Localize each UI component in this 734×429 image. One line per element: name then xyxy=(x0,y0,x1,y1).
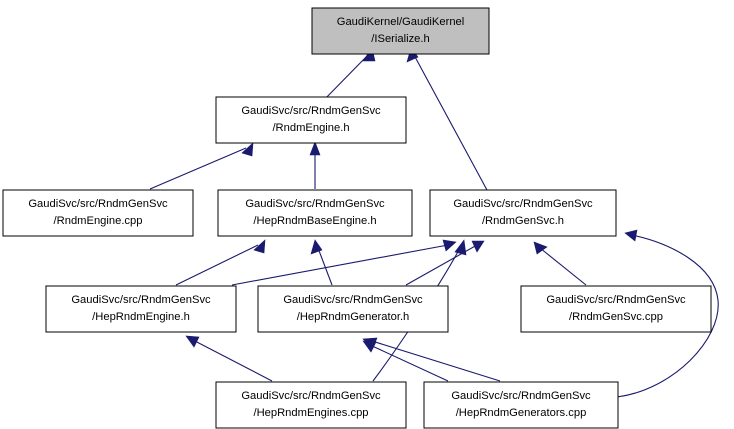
node-layer: GaudiKernel/GaudiKernel /ISerialize.h Ga… xyxy=(2,7,712,429)
node-hepengine_h-line2: /HepRndmEngine.h xyxy=(92,311,190,323)
node-hepgenerator_h[interactable]: GaudiSvc/src/RndmGenSvc /HepRndmGenerato… xyxy=(257,285,449,333)
node-rndmengine_cpp[interactable]: GaudiSvc/src/RndmGenSvc /RndmEngine.cpp xyxy=(2,189,194,237)
node-rndmgensvc_h-line1: GaudiSvc/src/RndmGenSvc xyxy=(453,198,593,210)
node-hepengine_h[interactable]: GaudiSvc/src/RndmGenSvc /HepRndmEngine.h xyxy=(45,285,237,333)
edge-layer xyxy=(149,47,719,398)
node-hepgenerators_cpp-line2: /HepRndmGenerators.cpp xyxy=(456,407,587,419)
node-hepbase_h[interactable]: GaudiSvc/src/RndmGenSvc /HepRndmBaseEngi… xyxy=(217,189,413,237)
node-rndmengine_h-box[interactable] xyxy=(215,96,407,144)
edge-rndmgensvc_h-to-iserialize xyxy=(406,47,488,191)
node-rndmgensvc_h-line2: /RndmGenSvc.h xyxy=(482,215,564,227)
edge-hepgenerators_cpp-to-rndmgensvc_h xyxy=(616,229,719,398)
edge-hepengine_h-to-rndmgensvc_h xyxy=(231,239,457,286)
node-iserialize-line1: GaudiKernel/GaudiKernel xyxy=(337,16,465,28)
edge-rndmengine_cpp-to-rndmengine_h xyxy=(149,142,254,190)
edge-hepbase_h-to-rndmengine_h xyxy=(309,141,321,189)
edge-rndmgensvc_cpp-to-rndmgensvc_h xyxy=(533,241,587,286)
node-hepgenerator_h-line1: GaudiSvc/src/RndmGenSvc xyxy=(283,294,423,306)
node-hepbase_h-box[interactable] xyxy=(217,189,413,237)
node-hepbase_h-line2: /HepRndmBaseEngine.h xyxy=(253,215,376,227)
node-rndmgensvc_cpp-box[interactable] xyxy=(520,285,712,333)
node-rndmengine_h[interactable]: GaudiSvc/src/RndmGenSvc /RndmEngine.h xyxy=(215,96,407,144)
edge-hepengines_cpp-to-hepengine_h xyxy=(185,335,273,382)
node-rndmgensvc_cpp-line1: GaudiSvc/src/RndmGenSvc xyxy=(546,294,686,306)
node-rndmgensvc_cpp[interactable]: GaudiSvc/src/RndmGenSvc /RndmGenSvc.cpp xyxy=(520,285,712,333)
node-iserialize-line2: /ISerialize.h xyxy=(371,33,429,45)
node-hepengine_h-line1: GaudiSvc/src/RndmGenSvc xyxy=(71,294,211,306)
node-rndmengine_h-line1: GaudiSvc/src/RndmGenSvc xyxy=(241,105,381,117)
node-rndmengine_cpp-box[interactable] xyxy=(2,189,194,237)
node-hepbase_h-line1: GaudiSvc/src/RndmGenSvc xyxy=(245,198,385,210)
node-hepgenerator_h-line2: /HepRndmGenerator.h xyxy=(297,311,410,323)
node-rndmengine_cpp-line1: GaudiSvc/src/RndmGenSvc xyxy=(28,198,168,210)
node-hepengines_cpp-line2: /HepRndmEngines.cpp xyxy=(253,407,368,419)
node-hepgenerators_cpp-line1: GaudiSvc/src/RndmGenSvc xyxy=(451,390,591,402)
node-rndmengine_h-line2: /RndmEngine.h xyxy=(272,122,349,134)
node-hepengines_cpp-line1: GaudiSvc/src/RndmGenSvc xyxy=(241,390,381,402)
node-hepgenerator_h-box[interactable] xyxy=(257,285,449,333)
node-hepgenerators_cpp-box[interactable] xyxy=(423,381,619,429)
edge-hepengine_h-to-hepbase_h xyxy=(175,239,266,286)
node-rndmgensvc_h[interactable]: GaudiSvc/src/RndmGenSvc /RndmGenSvc.h xyxy=(429,189,617,237)
node-hepengines_cpp-box[interactable] xyxy=(215,381,407,429)
node-iserialize-box[interactable] xyxy=(311,7,490,55)
edge-hepgenerators_cpp-to-hepgenerator_h xyxy=(362,337,501,382)
edge-rndmengine_h-to-iserialize xyxy=(319,47,376,105)
node-rndmgensvc_h-box[interactable] xyxy=(429,189,617,237)
node-hepengine_h-box[interactable] xyxy=(45,285,237,333)
node-rndmgensvc_cpp-line2: /RndmGenSvc.cpp xyxy=(569,311,663,323)
node-rndmengine_cpp-line2: /RndmEngine.cpp xyxy=(54,215,143,227)
node-hepengines_cpp[interactable]: GaudiSvc/src/RndmGenSvc /HepRndmEngines.… xyxy=(215,381,407,429)
edge-hepgenerator_h-to-hepbase_h xyxy=(310,239,333,286)
node-iserialize[interactable]: GaudiKernel/GaudiKernel /ISerialize.h xyxy=(311,7,490,55)
node-hepgenerators_cpp[interactable]: GaudiSvc/src/RndmGenSvc /HepRndmGenerato… xyxy=(423,381,619,429)
